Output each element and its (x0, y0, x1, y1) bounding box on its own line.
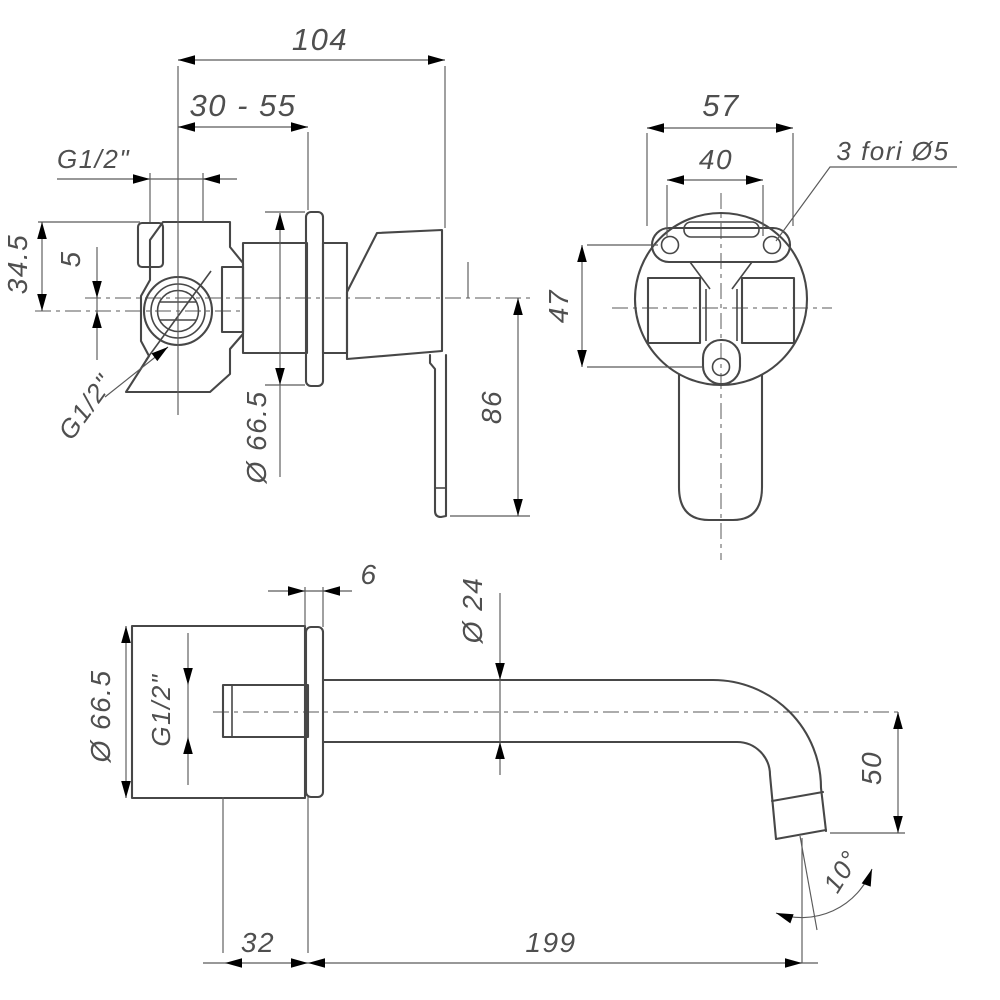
spout-thread-nipple (221, 683, 310, 739)
dim-bracket-width-label: 57 (702, 88, 740, 123)
valve-body (124, 220, 245, 394)
dim-depth-lines (177, 59, 446, 415)
dim-reach-label: 199 (525, 927, 576, 958)
thread-bottom-label: G1/2" (52, 368, 119, 445)
dim-flange-thickness-label: 6 (360, 559, 377, 590)
escutcheon-flange (304, 210, 325, 388)
dim-inset-label: 32 (241, 927, 275, 958)
dim-wall-range-lines (178, 126, 309, 210)
bracket-arms (689, 261, 753, 341)
dim-height-label: 34.5 (2, 234, 33, 295)
handle-front-outline (677, 373, 764, 522)
spout-view (121, 586, 905, 968)
bracket-bottom-lug (701, 338, 742, 386)
angle-reference-line (799, 835, 818, 931)
handle-body (345, 228, 444, 361)
valve-stem (220, 265, 245, 334)
spout-bend-inner (735, 740, 778, 841)
dimension-labels: 104 30 - 55 G1/2" 34.5 5 G1/2" Ø 66.5 86… (2, 22, 949, 958)
dim-hole-spacing-label: 40 (699, 144, 733, 175)
dim-handle-length-label: 86 (476, 390, 507, 424)
thread-top-label: G1/2" (57, 144, 130, 174)
side-view (35, 55, 530, 519)
dim-spout-diameter-label: Ø 24 (457, 577, 488, 645)
dim-offset-label: 5 (55, 250, 86, 267)
screw-hole-bottom (711, 357, 731, 377)
dim-depth-label: 104 (292, 22, 348, 57)
dim-outlet-drop-lines (830, 712, 905, 834)
spout-flange (304, 625, 325, 799)
dim-handle-length-lines (450, 298, 530, 517)
dim-escutcheon-lines (265, 211, 305, 477)
inlet-boss-left (646, 276, 702, 345)
spout-tube-lines (321, 678, 739, 744)
dim-reach-inset-lines (203, 797, 818, 964)
dim-escutcheon-label: Ø 66.5 (241, 390, 272, 484)
handle-lever (428, 353, 448, 519)
spout-outlet-face (770, 790, 828, 841)
dim-hole-height-lines (581, 244, 703, 368)
dim-wall-range-label: 30 - 55 (189, 88, 296, 123)
bracket-top-slot (683, 221, 760, 238)
inlet-boss-right (740, 276, 796, 345)
dim-spout-escutcheon-label: Ø 66.5 (85, 669, 116, 763)
dim-outlet-drop-label: 50 (856, 751, 887, 785)
dim-bracket-width-lines (646, 127, 794, 226)
spout-thread-label: G1/2" (146, 673, 176, 746)
dim-hole-height-label: 47 (543, 289, 574, 323)
screw-hole-right (762, 235, 782, 255)
spout-bend-outer (711, 678, 828, 833)
holes-note-label: 3 fori Ø5 (836, 136, 949, 166)
screw-hole-left (660, 235, 680, 255)
holes-note-leader (775, 166, 957, 242)
front-view (577, 123, 957, 560)
dim-outlet-angle-label: 10° (817, 845, 866, 898)
